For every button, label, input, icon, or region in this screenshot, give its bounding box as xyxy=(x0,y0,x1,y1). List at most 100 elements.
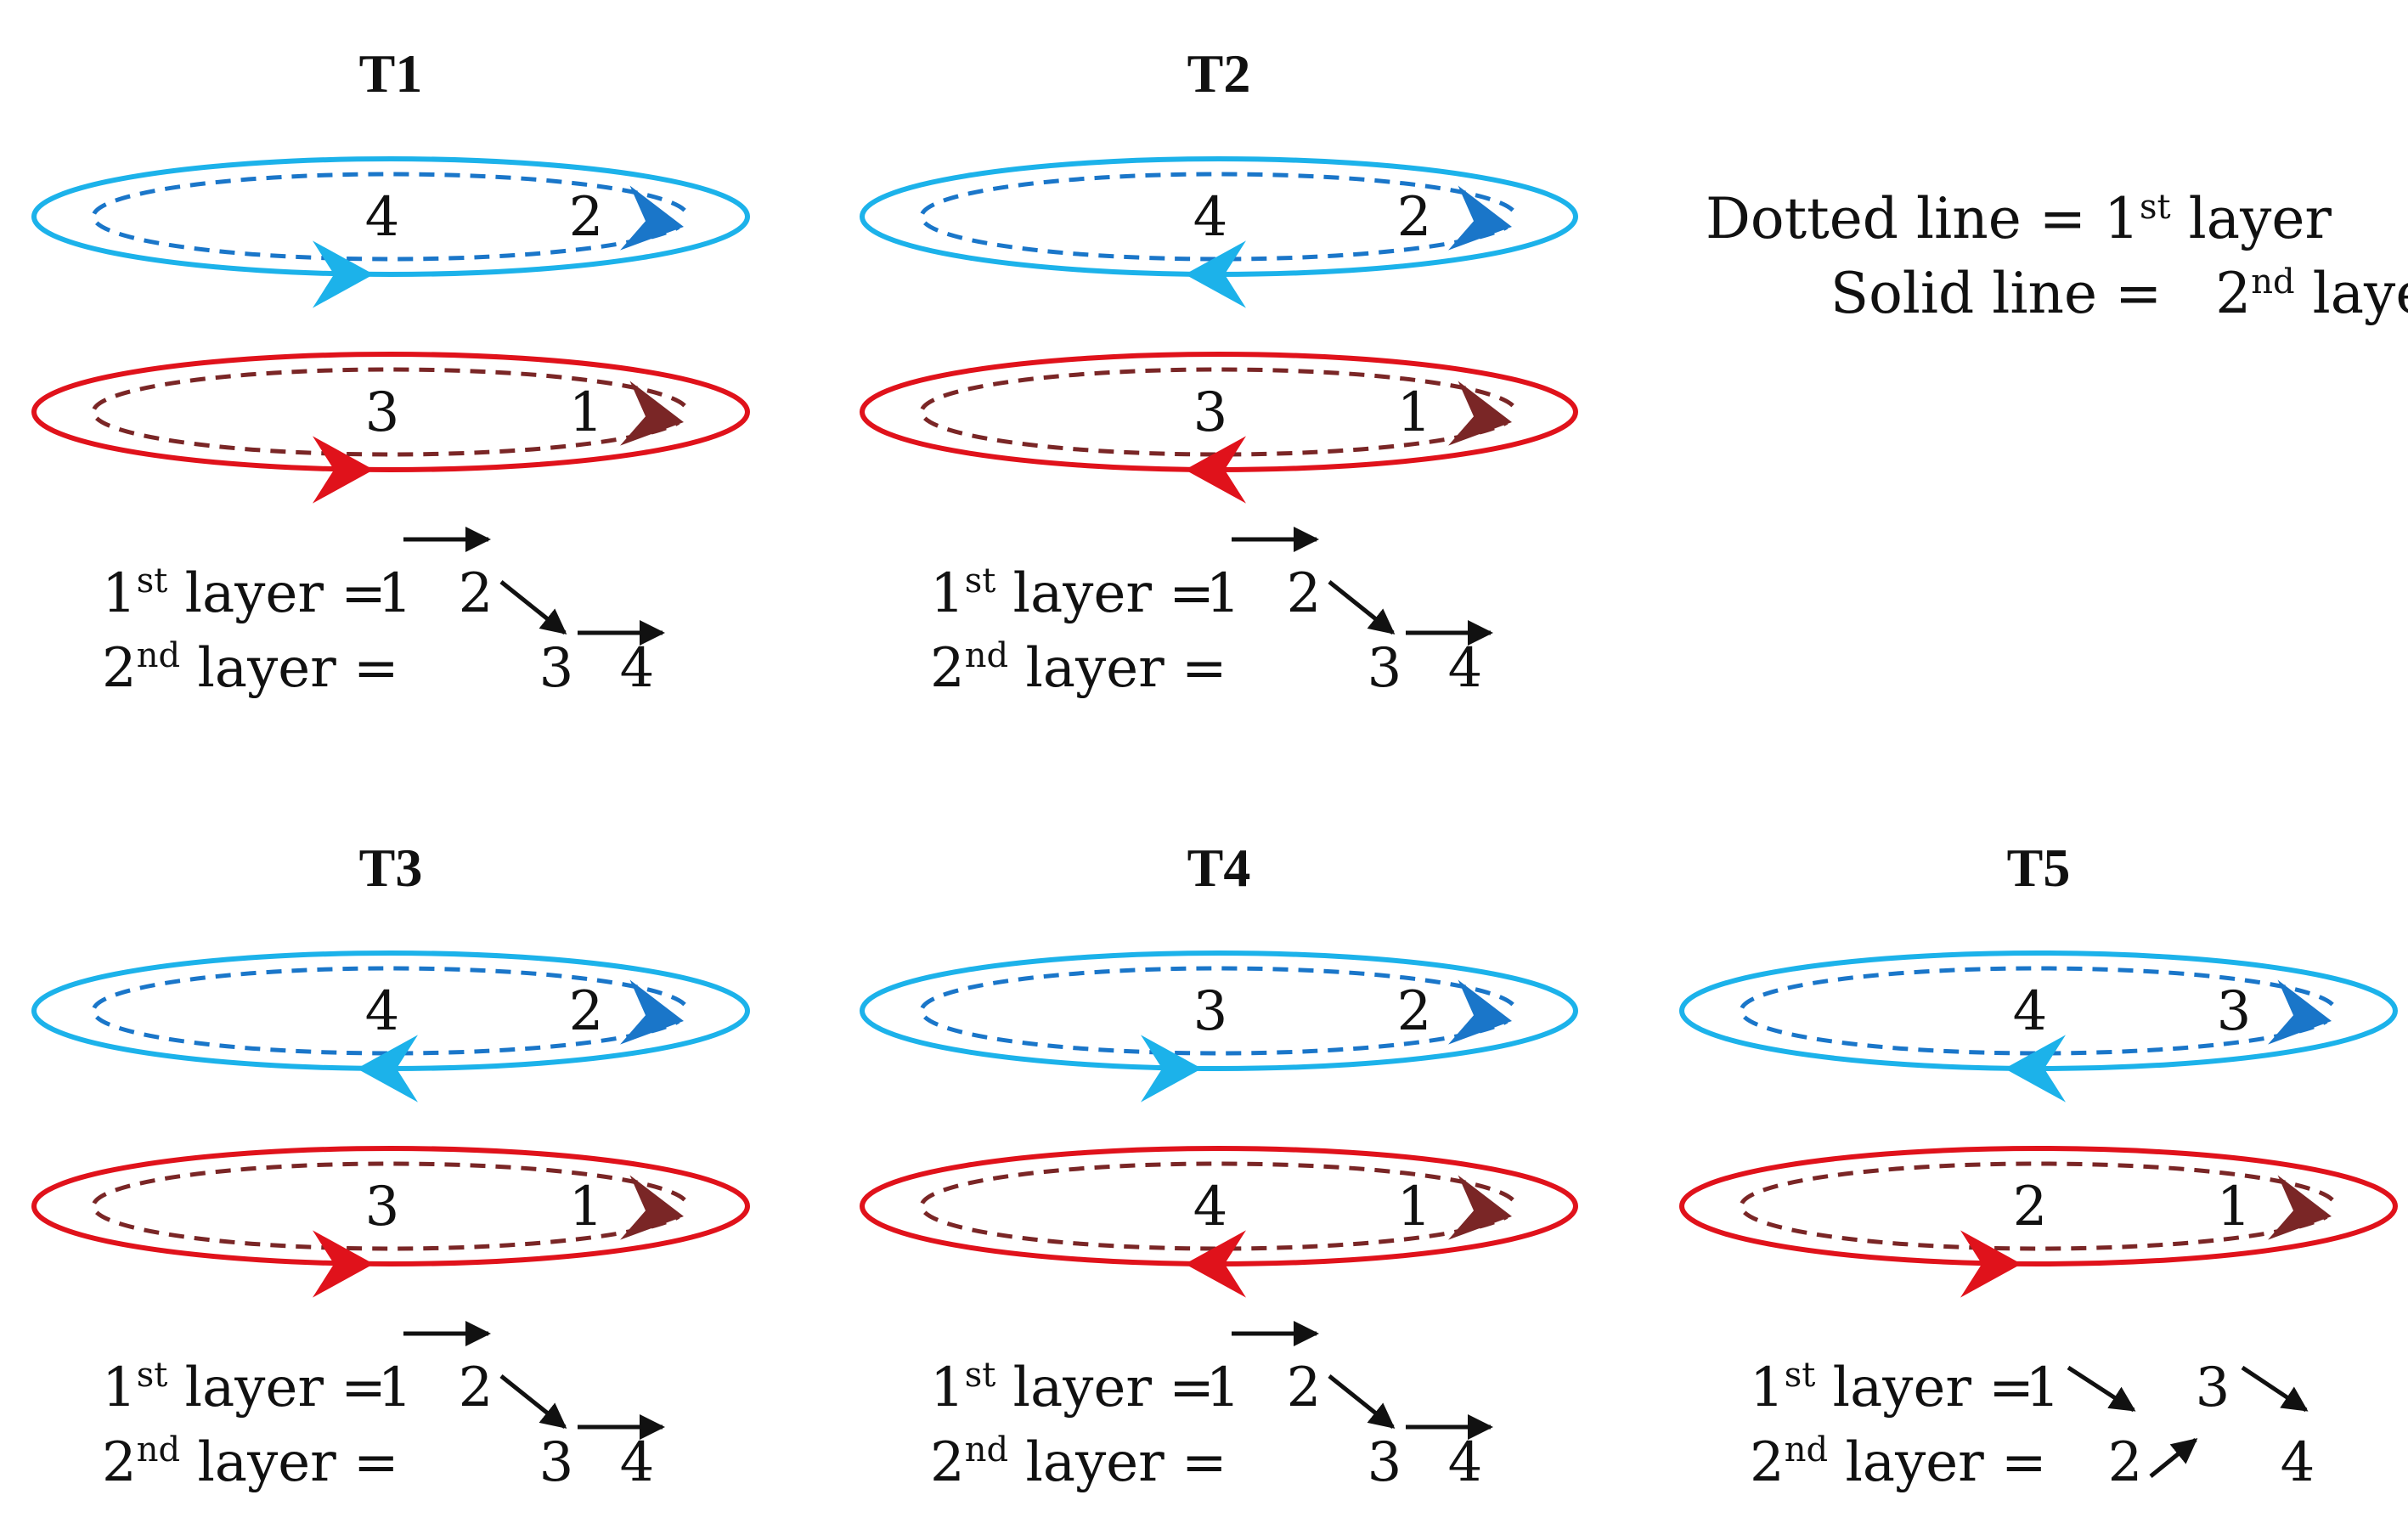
second-layer-seq-1: 3 xyxy=(1368,1431,1402,1494)
red-solid-arrowhead xyxy=(1185,436,1246,504)
second-layer-seq-1: 3 xyxy=(1368,637,1402,700)
blue-dashed-arc xyxy=(1739,966,2334,1056)
panel-title: T1 xyxy=(359,43,423,104)
blue-left-number: 4 xyxy=(2013,980,2048,1043)
red-right-number: 1 xyxy=(569,1176,604,1238)
order-arrow-3-4 xyxy=(2241,1365,2309,1413)
order-arrow-2-3 xyxy=(1328,580,1396,635)
first-layer-seq-1: 1 xyxy=(1206,1357,1241,1419)
second-layer-seq-2: 4 xyxy=(620,1431,655,1494)
red-left-number: 3 xyxy=(365,381,400,444)
panel-title: T5 xyxy=(2007,838,2071,898)
red-dashed-arrowhead xyxy=(620,381,684,446)
legend-solid-prefix: Solid line = 2 xyxy=(1830,261,2251,326)
blue-dashed-arrowhead xyxy=(2268,979,2332,1045)
red-dashed-arc xyxy=(91,1161,686,1251)
blue-left-number: 4 xyxy=(365,186,400,249)
second-layer-seq-1: 3 xyxy=(539,637,574,700)
red-solid-arrowhead xyxy=(1185,1230,1246,1298)
order-arrow-2-3 xyxy=(1328,1374,1396,1429)
legend-dotted-sup: st xyxy=(2140,188,2171,227)
second-layer-seq-2: 2 xyxy=(2108,1431,2143,1494)
first-layer-seq-1: 1 xyxy=(2026,1357,2061,1419)
blue-solid-arrowhead xyxy=(2005,1035,2066,1103)
second-layer-seq-2: 4 xyxy=(620,637,655,700)
red-dashed-arc xyxy=(91,367,686,457)
blue-right-number: 2 xyxy=(569,186,604,249)
blue-dashed-arrowhead xyxy=(620,185,684,251)
red-dashed-arrowhead xyxy=(2268,1175,2332,1240)
first-layer-label: 1st layer = xyxy=(1750,1356,2034,1419)
second-layer-seq-4: 4 xyxy=(2281,1431,2315,1494)
red-left-number: 4 xyxy=(1193,1176,1228,1238)
second-layer-seq-1: 3 xyxy=(539,1431,574,1494)
red-right-number: 1 xyxy=(1397,381,1432,444)
red-right-number: 1 xyxy=(2217,1176,2252,1238)
red-right-number: 1 xyxy=(1397,1176,1432,1238)
panel-title: T2 xyxy=(1187,43,1251,104)
second-layer-label: 2nd layer = xyxy=(930,636,1227,700)
first-layer-seq-3: 3 xyxy=(2196,1357,2230,1419)
red-solid-arrowhead xyxy=(1960,1230,2022,1298)
red-right-number: 1 xyxy=(569,381,604,444)
first-layer-seq-1: 1 xyxy=(378,562,413,625)
blue-right-number: 2 xyxy=(569,980,604,1043)
red-left-number: 3 xyxy=(365,1176,400,1238)
first-layer-seq-2: 2 xyxy=(459,562,493,625)
order-arrow-2-3 xyxy=(499,580,567,635)
blue-right-number: 2 xyxy=(1397,186,1432,249)
second-layer-label: 2nd layer = xyxy=(102,1430,399,1494)
first-layer-seq-2: 2 xyxy=(1287,562,1322,625)
first-layer-label: 1st layer = xyxy=(102,561,386,625)
blue-right-number: 3 xyxy=(2217,980,2252,1043)
red-left-number: 2 xyxy=(2013,1176,2048,1238)
red-solid-arrowhead xyxy=(313,1230,374,1298)
second-layer-label: 2nd layer = xyxy=(102,636,399,700)
panel-title: T3 xyxy=(359,838,423,898)
first-layer-label: 1st layer = xyxy=(102,1356,386,1419)
red-dashed-arc xyxy=(1739,1161,2334,1251)
legend: Dotted line = 1st layer Solid line = 2nd… xyxy=(1706,186,2408,326)
blue-left-number: 4 xyxy=(1193,186,1228,249)
second-layer-label: 2nd layer = xyxy=(930,1430,1227,1494)
blue-solid-ellipse xyxy=(860,951,1578,1071)
red-left-number: 3 xyxy=(1193,381,1228,444)
layer-order: 1st layer = 2nd layer = 1 32 4 xyxy=(1750,1356,2315,1494)
second-layer-label: 2nd layer = xyxy=(1750,1430,2047,1494)
red-dashed-arrowhead xyxy=(620,1175,684,1240)
blue-dashed-arrowhead xyxy=(620,979,684,1045)
first-layer-label: 1st layer = xyxy=(930,1356,1215,1419)
blue-left-number: 4 xyxy=(365,980,400,1043)
order-arrow-2-3 xyxy=(499,1374,567,1429)
red-solid-ellipse xyxy=(31,352,750,472)
blue-dashed-arc xyxy=(919,966,1514,1056)
red-solid-ellipse xyxy=(31,1146,750,1266)
legend-dotted-suffix: layer xyxy=(2171,186,2332,251)
blue-right-number: 2 xyxy=(1397,980,1432,1043)
second-layer-seq-2: 4 xyxy=(1448,637,1483,700)
second-layer-seq-2: 4 xyxy=(1448,1431,1483,1494)
first-layer-label: 1st layer = xyxy=(930,561,1215,625)
red-dashed-arrowhead xyxy=(1448,1175,1512,1240)
legend-solid: Solid line = 2nd layer xyxy=(1706,261,2408,326)
blue-solid-arrowhead xyxy=(357,1035,418,1103)
first-layer-seq-2: 2 xyxy=(459,1357,493,1419)
first-layer-seq-1: 1 xyxy=(378,1357,413,1419)
blue-solid-arrowhead xyxy=(1185,240,1246,308)
